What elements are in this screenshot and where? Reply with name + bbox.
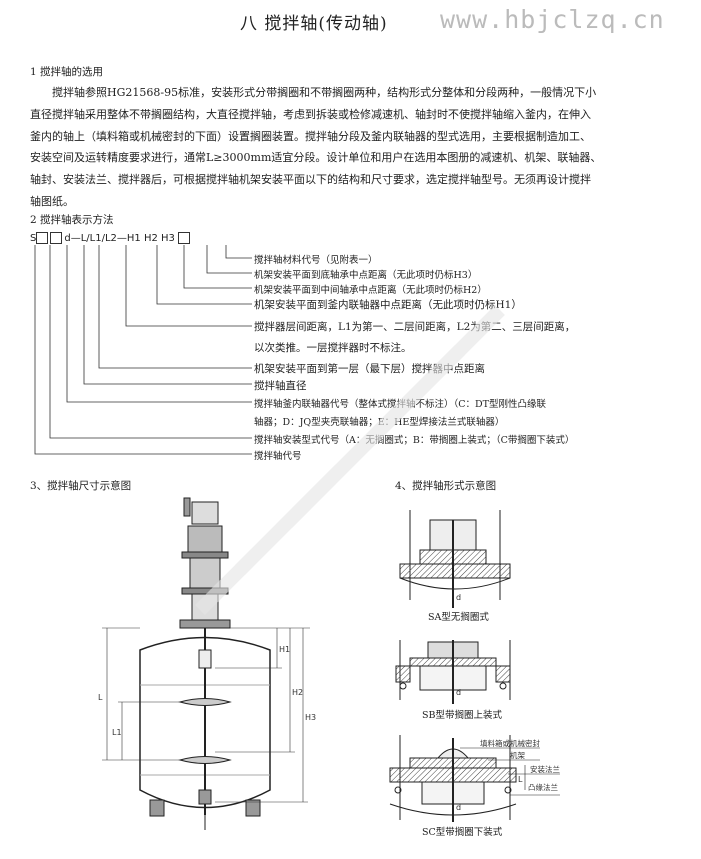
label-convex-flange: 凸缘法兰 (528, 782, 558, 792)
legend-item: 搅拌轴釜内联轴器代号（整体式搅拌轴不标注）（C：DT型刚性凸缘联 (254, 399, 546, 410)
section3-heading: 3、搅拌轴尺寸示意图 (30, 480, 132, 492)
sa-type-drawing (399, 510, 511, 608)
label-install-flange: 安装法兰 (530, 764, 560, 774)
shaft-form-diagram: d SA型无搁圈式 d SB型带搁圈上装式 填料箱或机械密封 (389, 510, 560, 838)
notation-mid: d—L/L1/L2—H1 H2 H3 (64, 233, 175, 244)
dim-label: L (98, 693, 103, 702)
legend-item: 搅拌轴直径 (254, 380, 307, 392)
dim-label: L (518, 775, 523, 784)
section1-paragraph: 搅拌轴参照HG21568-95标准，安装形式分带搁圈和不带搁圈两种，结构形式分整… (30, 82, 678, 213)
notation-prefix: S (30, 233, 37, 244)
caption-sa: SA型无搁圈式 (428, 611, 489, 623)
notation-box (50, 232, 63, 244)
para-line: 轴图纸。 (30, 194, 74, 208)
legend-item: 机架安装平面到第一层（最下层）搅拌器中点距离 (254, 363, 485, 375)
dim-label: L1 (112, 728, 122, 737)
dim-label: d (456, 688, 461, 697)
shaft-dimension-diagram: L L1 H1 H2 H3 (98, 497, 316, 830)
para-line: 釜内的轴上（填料箱或机械密封的下面）设置搁圈装置。搅拌轴分段及釜内联轴器的型式选… (30, 129, 591, 143)
website-watermark: www.hbjclzq.cn (440, 5, 665, 34)
para-line: 安装空间及运转精度要求进行，通常L≥3000mm适宜分段。设计单位和用户在选用本… (30, 151, 602, 165)
dim-label: d (456, 803, 461, 812)
legend-item: 机架安装平面到底轴承中点距离（无此项时仍标H3） (254, 270, 478, 281)
dim-label: H3 (305, 713, 316, 722)
label-frame: 机架 (510, 750, 525, 760)
legend-item: 搅拌器层间距离，L1为第一、二层间距离，L2为第二、三层间距离， (254, 321, 576, 333)
page-title: 八 搅拌轴(传动轴) (240, 14, 388, 34)
page-header: 八 搅拌轴(传动轴) www.hbjclzq.cn (0, 0, 701, 40)
legend-item: 机架安装平面到中间轴承中点距离（无此项时仍标H2） (254, 285, 487, 296)
dim-label: H2 (292, 688, 303, 697)
notation-box (178, 232, 191, 244)
legend-item: 搅拌轴安装型式代号（A：无搁圈式；B：带搁圈上装式；（C带搁圈下装式） (254, 435, 575, 446)
section1-heading: 1 搅拌轴的选用 (30, 66, 104, 78)
caption-sb: SB型带搁圈上装式 (422, 709, 502, 721)
legend-item: 搅拌轴材料代号（见附表一） (254, 255, 378, 266)
para-line: 轴封、安装法兰、搅拌器后，可根据搅拌轴机架安装平面以下的结构和尺寸要求，选定搅拌… (30, 173, 591, 187)
legend-item: 机架安装平面到釜内联轴器中点距离（无此项时仍标H1） (254, 299, 522, 311)
para-line: 搅拌轴参照HG21568-95标准，安装形式分带搁圈和不带搁圈两种，结构形式分整… (52, 86, 597, 99)
dim-label: H1 (279, 645, 290, 654)
sc-type-drawing (389, 735, 560, 822)
sb-type-drawing (395, 640, 511, 704)
label-seal: 填料箱或机械密封 (480, 738, 540, 748)
para-line: 直径搅拌轴采用整体不带搁圈结构，大直径搅拌轴，考虑到拆装或检修减速机、轴封时不使… (30, 107, 591, 121)
legend-item: 以次类推。一层搅拌器时不标注。 (254, 342, 412, 354)
caption-sc: SC型带搁圈下装式 (422, 826, 503, 838)
notation-box (36, 232, 49, 244)
dim-label: d (456, 593, 461, 602)
legend-item: 轴器；D：JQ型夹壳联轴器；E：HE型焊接法兰式联轴器） (254, 417, 505, 428)
section2-heading: 2 搅拌轴表示方法 (30, 214, 114, 226)
legend-item: 搅拌轴代号 (254, 451, 302, 462)
